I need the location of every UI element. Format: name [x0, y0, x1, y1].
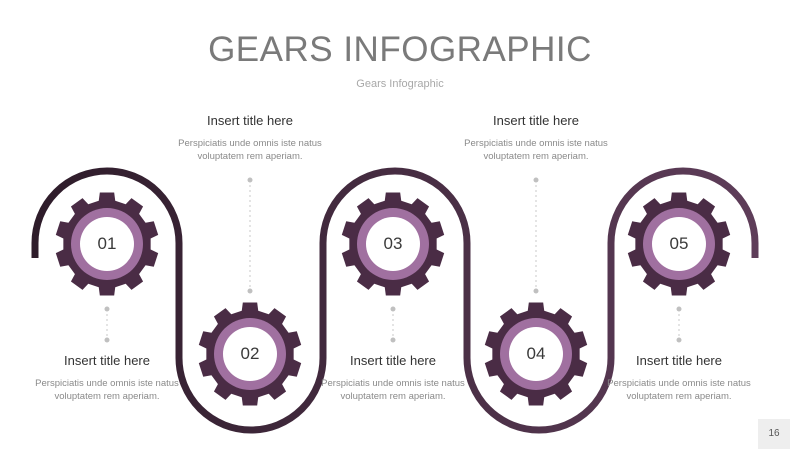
connector-dots [104, 177, 682, 343]
gear-number-03: 03 [383, 234, 403, 253]
text-block-2: Insert title here Perspiciatis unde omni… [175, 113, 325, 163]
text-block-4: Insert title here Perspiciatis unde omni… [461, 113, 611, 163]
connector-dot [533, 288, 539, 294]
gear-3 [341, 192, 445, 296]
gear-number-04: 04 [526, 344, 546, 363]
connector-dot [104, 306, 110, 312]
gear-number-02: 02 [240, 344, 260, 363]
gear-center [80, 217, 134, 271]
gear-center [652, 217, 706, 271]
page-subtitle: Gears Infographic [356, 78, 444, 90]
connector-dot [533, 177, 539, 183]
gears-layer [55, 192, 731, 406]
text-block-3: Insert title here Perspiciatis unde omni… [318, 353, 468, 403]
gear-number-05: 05 [669, 234, 689, 253]
gear-center [366, 217, 420, 271]
text-block-5: Insert title here Perspiciatis unde omni… [604, 353, 754, 403]
page-title: GEARS INFOGRAPHIC [208, 30, 592, 69]
block-description: Perspiciatis unde omnis iste natus volup… [321, 378, 465, 402]
block-title: Insert title here [493, 113, 579, 128]
block-title: Insert title here [350, 353, 436, 368]
gear-center [509, 327, 563, 381]
block-title: Insert title here [636, 353, 722, 368]
connector-dot [104, 337, 110, 343]
connector-lines [106, 180, 680, 341]
block-description: Perspiciatis unde omnis iste natus volup… [464, 138, 608, 162]
gear-2 [198, 302, 302, 406]
connector-dot [247, 288, 253, 294]
gear-1 [55, 192, 159, 296]
page-number: 16 [758, 419, 790, 449]
wave-path [31, 167, 759, 434]
block-title: Insert title here [64, 353, 150, 368]
gear-center [223, 327, 277, 381]
connector-dot [676, 306, 682, 312]
gear-number-01: 01 [97, 234, 117, 253]
connector-dot [247, 177, 253, 183]
gear-5 [627, 192, 731, 296]
block-description: Perspiciatis unde omnis iste natus volup… [607, 378, 751, 402]
connector-dot [390, 337, 396, 343]
text-block-1: Insert title here Perspiciatis unde omni… [32, 353, 182, 403]
gear-4 [484, 302, 588, 406]
block-description: Perspiciatis unde omnis iste natus volup… [35, 378, 179, 402]
connector-dot [676, 337, 682, 343]
connector-dot [390, 306, 396, 312]
block-description: Perspiciatis unde omnis iste natus volup… [178, 138, 322, 162]
block-title: Insert title here [207, 113, 293, 128]
